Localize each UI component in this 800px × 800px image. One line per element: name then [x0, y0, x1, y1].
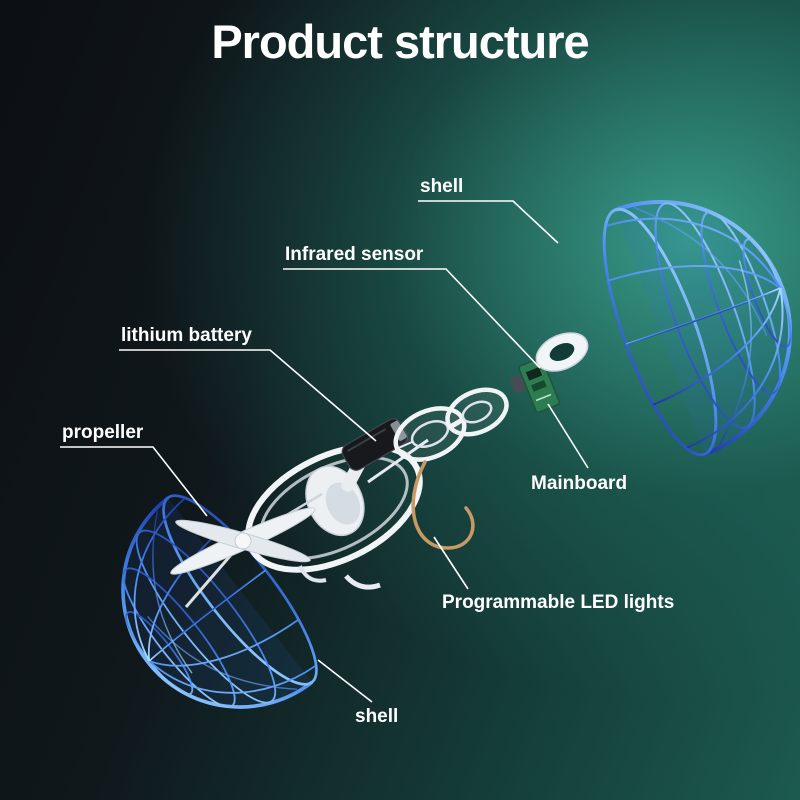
leader-line-lithium-battery: [119, 349, 377, 442]
label-mainboard: Mainboard: [531, 473, 628, 494]
mainboard-graphic: [509, 357, 560, 413]
leader-line-shell-bottom: [317, 659, 373, 703]
leader-line-led-lights: [433, 536, 469, 590]
page-title: Product structure: [211, 15, 589, 68]
leader-line-mainboard: [547, 403, 589, 469]
label-propeller: propeller: [62, 422, 144, 443]
led-wire-graphic: [411, 460, 475, 550]
shell-top-graphic: [579, 163, 800, 469]
leader-line-infrared-sensor: [283, 268, 541, 369]
leader-line-propeller: [60, 446, 208, 517]
label-shell-bottom: shell: [355, 706, 399, 727]
label-led-lights: Programmable LED lights: [442, 592, 675, 613]
label-shell-top: shell: [420, 176, 464, 197]
leader-lines: [60, 200, 589, 703]
propeller-graphic: [170, 492, 323, 608]
leader-line-shell-top: [418, 200, 559, 244]
label-lithium-battery: lithium battery: [121, 325, 252, 346]
motor-discs-graphic: [393, 387, 509, 462]
infrared-sensor-graphic: [535, 332, 589, 372]
label-infrared-sensor: Infrared sensor: [285, 244, 424, 265]
